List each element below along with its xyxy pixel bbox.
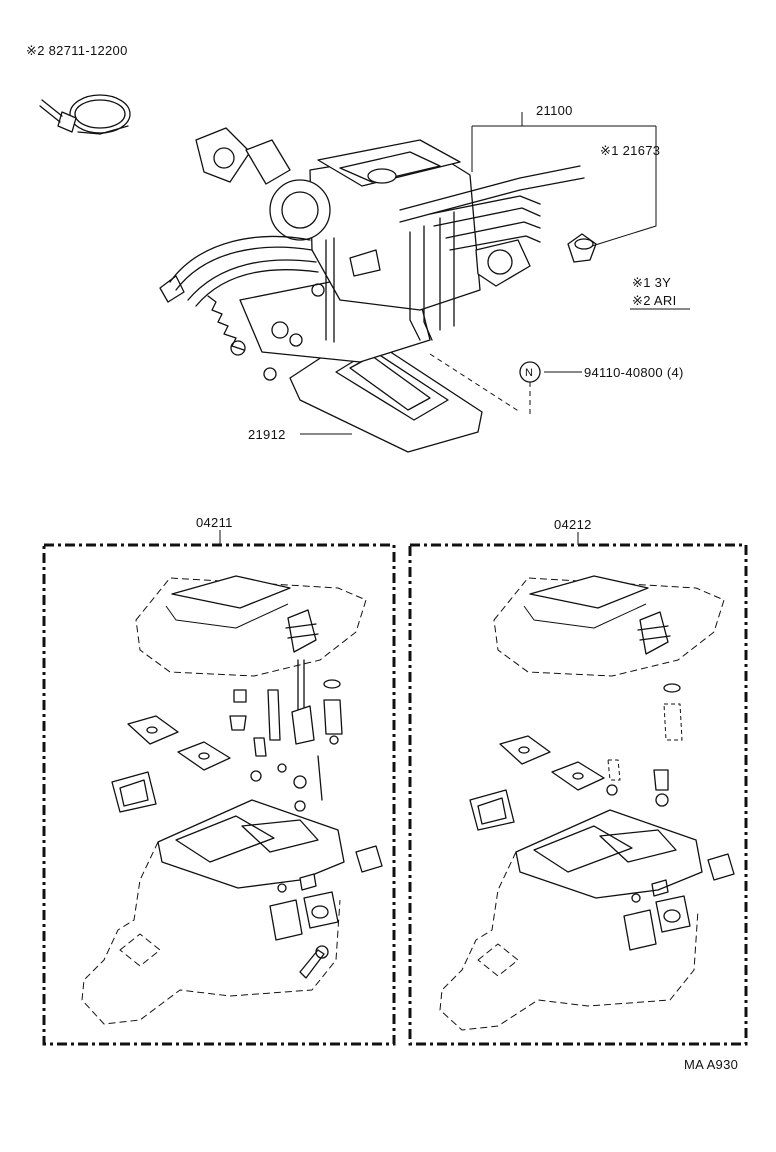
note-3y: ※1 3Y [632, 275, 672, 290]
kit-right-frame [408, 543, 748, 1046]
nut-symbol: N [525, 367, 534, 379]
note-ari: ※2 ARI [632, 293, 677, 308]
clamp-part-number: ※2 82711-12200 [26, 43, 128, 58]
nut-symbol-circle [519, 361, 541, 383]
carburetor-assembly-illustration [159, 127, 585, 453]
kit-left-illustration [81, 575, 383, 1025]
cap-part-illustration [567, 233, 597, 263]
diagram-code: MA A930 [684, 1057, 739, 1072]
leader-lines-top [300, 112, 690, 435]
carburetor-part-number: 21100 [536, 103, 573, 118]
kit-left-frame [42, 543, 396, 1046]
nut-part-number: 94110-40800 (4) [584, 365, 684, 380]
hose-clamp-illustration [39, 94, 131, 135]
kit-left-part-number: 04211 [196, 515, 233, 530]
kit-right-illustration [439, 575, 735, 1031]
gasket-part-number: 21912 [248, 427, 286, 442]
kit-right-part-number: 04212 [554, 517, 592, 532]
cap-part-number: ※1 21673 [600, 143, 661, 158]
